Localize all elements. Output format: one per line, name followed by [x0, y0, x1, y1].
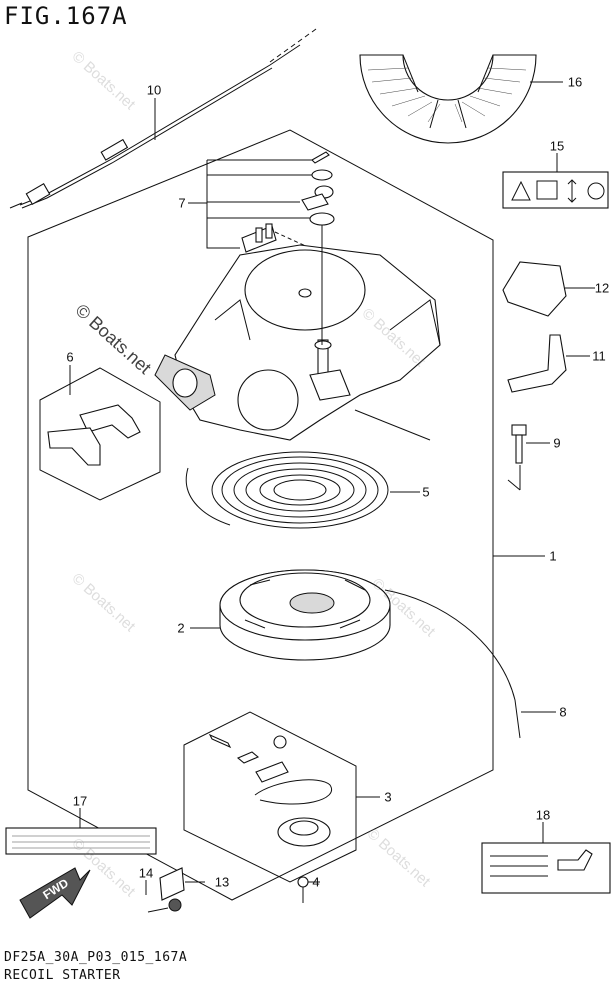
part-15-warning-label: [502, 171, 609, 209]
callout-16: 16: [567, 74, 583, 90]
callout-3: 3: [384, 789, 392, 805]
part-2-reel: [219, 569, 391, 661]
callout-12: 12: [594, 280, 610, 296]
callout-9: 9: [553, 435, 561, 451]
part-10-cable: [9, 28, 317, 209]
figure-title: FIG.167A: [4, 2, 128, 30]
callout-4: 4: [312, 874, 320, 890]
part-12-grommet: [502, 261, 567, 317]
callout-15: 15: [549, 138, 565, 154]
fwd-arrow: [19, 867, 91, 919]
callout-1: 1: [549, 548, 557, 564]
callout-2: 2: [177, 620, 185, 636]
callout-5: 5: [422, 484, 430, 500]
leader-lines: [69, 81, 595, 895]
callout-6: 6: [66, 349, 74, 365]
callout-18: 18: [535, 807, 551, 823]
assembly-outline: [27, 129, 494, 901]
starter-housing: [154, 225, 441, 441]
callout-8: 8: [559, 704, 567, 720]
part-16-label: [359, 54, 537, 144]
part-14-screw: [147, 898, 182, 913]
part-13-clip: [159, 867, 185, 901]
part-18-oil-label: [481, 842, 611, 894]
callout-11: 11: [592, 348, 606, 364]
part-7-fittings: [206, 151, 335, 253]
part-5-spring: [185, 451, 389, 529]
part-11-bracket: [507, 334, 567, 393]
callout-10: 10: [146, 82, 162, 98]
callout-14: 14: [138, 865, 154, 881]
figure-name: RECOIL STARTER: [4, 968, 121, 983]
callout-17: 17: [72, 793, 88, 809]
part-6-handle: [39, 367, 161, 501]
part-17-decal: [5, 827, 157, 855]
part-8-rope: [384, 589, 521, 739]
figure-code: DF25A_30A_P03_015_167A: [4, 950, 188, 965]
part-3-ratchet-kit: [183, 711, 357, 883]
part-9-bolt: [507, 424, 527, 491]
callout-7: 7: [178, 195, 186, 211]
part-4-screw: [297, 876, 309, 903]
callout-13: 13: [214, 874, 230, 890]
